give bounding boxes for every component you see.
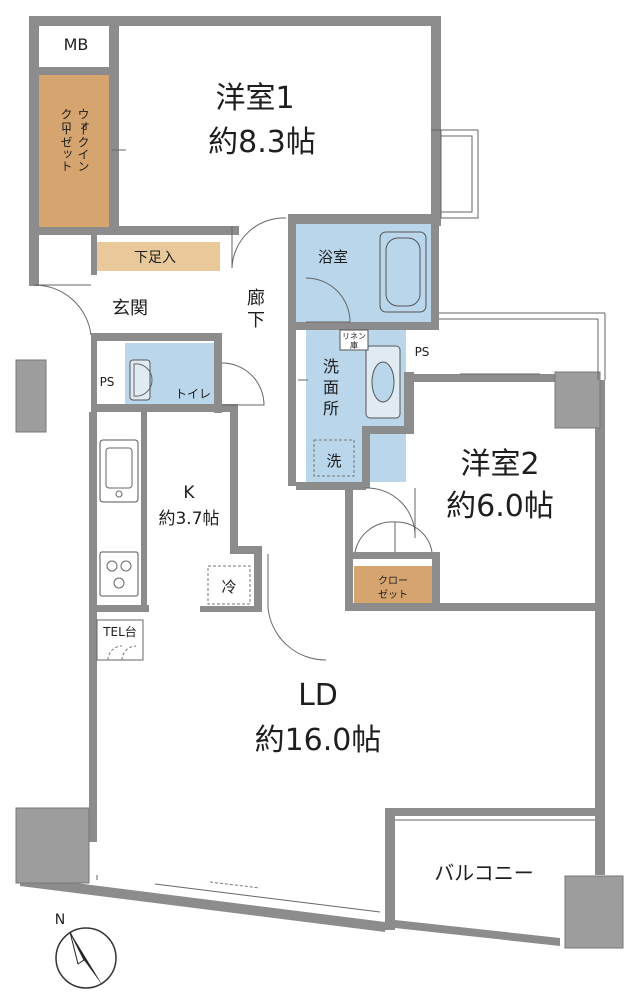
walkin-closet-area <box>37 75 109 227</box>
washroom-label-1: 洗 <box>323 357 339 376</box>
entrance-door[interactable] <box>33 284 92 336</box>
bath-door[interactable] <box>305 277 351 323</box>
closet-label-1: クロー <box>378 575 408 587</box>
svg-text:クロ: クロ <box>59 108 73 132</box>
washer-space <box>313 439 355 477</box>
svg-text:ーゼット: ーゼット <box>59 124 73 172</box>
western2-door[interactable] <box>364 487 416 539</box>
washroom-label-2: 面 <box>323 378 339 397</box>
window-bottom <box>154 881 381 913</box>
bay-window <box>440 129 479 219</box>
linen-box <box>339 329 369 351</box>
north-label: N <box>55 912 65 928</box>
closet-area <box>354 566 432 609</box>
kitchen-size: 約3.7帖 <box>158 509 219 529</box>
column <box>15 807 90 884</box>
wash-basin <box>365 345 401 419</box>
walkin-closet-label: ウォ ークイン クロ ーゼット <box>59 108 90 172</box>
north-arrow-icon <box>70 932 103 986</box>
entrance-label: 玄関 <box>112 298 148 319</box>
toilet-fixture <box>129 359 153 401</box>
svg-text:ークイン: ークイン <box>76 124 90 172</box>
svg-text:ウォ: ウォ <box>76 108 90 132</box>
hallway-label-1: 廊 <box>247 288 265 309</box>
western1-name: 洋室1 <box>215 81 294 116</box>
hallway-label-2: 下 <box>247 310 265 331</box>
fridge-space <box>207 565 251 605</box>
bathroom-label: 浴室 <box>318 248 348 266</box>
ps-label-2: PS <box>100 375 115 389</box>
western2-name: 洋室2 <box>460 447 539 482</box>
closet-label-2: ゼット <box>378 589 408 601</box>
ld-size: 約16.0帖 <box>255 723 382 758</box>
linen-label-2: 庫 <box>350 340 358 350</box>
north-compass: N <box>55 912 117 989</box>
sink-fixture <box>99 439 139 503</box>
tel-stand <box>96 619 144 661</box>
ps-label-1: PS <box>415 345 430 359</box>
stove-fixture <box>99 551 139 597</box>
washroom-label-3: 所 <box>323 399 339 418</box>
linen-label-1: リネン <box>342 332 366 341</box>
toilet-door[interactable] <box>221 362 265 406</box>
balcony-label: バルコニー <box>434 861 534 885</box>
column <box>554 371 601 429</box>
toilet-label: トイレ <box>175 387 211 401</box>
shoe-storage-label: 下足入 <box>134 250 176 266</box>
bathtub <box>379 231 427 313</box>
tel-stand-label: TEL台 <box>102 624 137 639</box>
ld-door[interactable] <box>267 554 327 661</box>
column <box>564 875 624 949</box>
balcony-rail-top <box>439 312 606 380</box>
shoe-storage-area <box>97 242 220 271</box>
fridge-label: 冷 <box>221 578 236 596</box>
washer-label: 洗 <box>326 452 341 470</box>
mb-label: MB <box>64 35 89 54</box>
compass-circle <box>55 927 117 989</box>
western1-size: 約8.3帖 <box>208 125 316 160</box>
ld-name: LD <box>298 678 338 713</box>
western2-size: 約6.0帖 <box>446 489 554 524</box>
kitchen-name: K <box>183 483 195 503</box>
closet-doors[interactable] <box>354 521 433 553</box>
column <box>15 359 47 433</box>
western1-door[interactable] <box>231 217 287 269</box>
